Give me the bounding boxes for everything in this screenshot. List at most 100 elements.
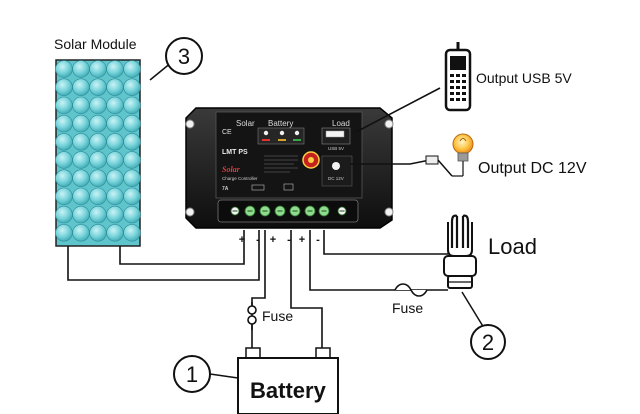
led-charging-icon <box>263 130 269 136</box>
solar-cell <box>106 169 124 187</box>
solar-cell <box>72 187 90 206</box>
ce-mark: CE <box>222 129 232 136</box>
battery-label: Battery <box>250 378 326 403</box>
wire-solar-positive <box>67 230 260 281</box>
solar-cell <box>123 133 141 151</box>
polarity-marker: + <box>239 234 245 246</box>
controller-rating: 7A <box>222 186 229 192</box>
solar-cell <box>72 205 90 224</box>
solar-cell <box>55 205 73 224</box>
polarity-markers: +-+-+- <box>239 234 320 246</box>
solar-cell <box>123 205 141 224</box>
solar-cell <box>106 133 124 151</box>
led-load-icon <box>294 130 300 136</box>
solar-cell <box>123 78 141 96</box>
fuse-load-label: Fuse <box>392 300 424 316</box>
polarity-marker: + <box>270 234 276 246</box>
solar-cell <box>72 224 90 242</box>
solar-cell <box>106 114 124 133</box>
polarity-marker: + <box>299 234 305 246</box>
solar-cell <box>123 169 141 187</box>
solar-cell <box>106 96 124 115</box>
callout-solar: 3 <box>149 37 203 81</box>
charge-controller: Solar Battery Load CE USB 5V LMT PS Sola… <box>185 107 394 229</box>
controller-title: Solar <box>222 165 241 174</box>
solar-cells <box>55 60 141 242</box>
output-dc-label: Output DC 12V <box>478 160 587 177</box>
solar-cell <box>89 96 107 115</box>
solar-cell <box>55 151 73 169</box>
wire-dc <box>350 159 431 165</box>
solar-module-label: Solar Module <box>54 36 137 52</box>
mount-hole-icon <box>384 207 394 217</box>
solar-cell <box>55 78 73 96</box>
solar-cell <box>55 114 73 133</box>
controller-solar-label: Solar <box>236 119 255 128</box>
mount-hole-icon <box>185 119 195 129</box>
solar-cell <box>72 96 90 115</box>
dc-plug-icon <box>425 155 453 177</box>
wire-solar-negative <box>119 230 245 265</box>
battery-icon <box>237 347 339 414</box>
wire-usb <box>355 87 441 133</box>
solar-cell <box>123 187 141 206</box>
panel-icon <box>251 184 265 191</box>
callout-load-number: 2 <box>482 330 494 355</box>
polarity-marker: - <box>287 234 291 246</box>
solar-cell <box>89 224 107 242</box>
solar-cell <box>72 114 90 133</box>
polarity-marker: - <box>256 234 260 246</box>
solar-cell <box>123 151 141 169</box>
battery-fuse-icon <box>247 302 257 330</box>
solar-cell <box>89 60 107 78</box>
solar-cell <box>89 205 107 224</box>
solar-cell <box>106 205 124 224</box>
solar-cell <box>123 60 141 78</box>
status-bar-red <box>262 139 270 141</box>
solar-cell <box>123 114 141 133</box>
light-bulb-icon <box>452 133 474 177</box>
solar-cell <box>72 60 90 78</box>
controller-brand: LMT PS <box>222 149 248 156</box>
wire-load-negative <box>323 230 448 255</box>
led-battery-icon <box>279 130 285 136</box>
solar-cell <box>106 78 124 96</box>
solar-cell <box>106 151 124 169</box>
terminal-block <box>230 205 347 217</box>
callout-battery: 1 <box>173 355 239 393</box>
solar-cell <box>106 224 124 242</box>
solar-cell <box>106 187 124 206</box>
fine-print <box>264 155 298 173</box>
dc-output-label: DC 12V <box>328 176 344 181</box>
mount-hole-icon <box>185 207 195 217</box>
solar-cell <box>72 133 90 151</box>
fuse-battery-label: Fuse <box>262 308 294 324</box>
controller-load-label: Load <box>332 119 350 128</box>
cfl-lamp-icon <box>443 214 477 289</box>
callout-load: 2 <box>461 291 506 360</box>
solar-cell <box>89 78 107 96</box>
load-fuse-icon <box>394 283 428 297</box>
solar-cell <box>106 60 124 78</box>
usb-port-label: USB 5V <box>328 146 344 151</box>
polarity-marker: - <box>316 234 320 246</box>
solar-cell <box>123 96 141 115</box>
controller-battery-label: Battery <box>268 119 293 128</box>
dc-output-socket-center <box>308 157 314 163</box>
solar-cell <box>55 224 73 242</box>
wire-battery-negative <box>290 230 323 358</box>
status-bar-green <box>293 139 301 141</box>
solar-cell <box>72 169 90 187</box>
solar-cell <box>89 187 107 206</box>
callout-solar-number: 3 <box>178 44 190 69</box>
solar-cell <box>55 133 73 151</box>
mobile-phone-icon <box>444 42 472 112</box>
status-bar-amber <box>278 139 286 141</box>
solar-panel <box>55 59 141 247</box>
solar-cell <box>89 151 107 169</box>
solar-cell <box>123 224 141 242</box>
solar-cell <box>89 169 107 187</box>
battery-small-icon <box>283 183 294 191</box>
